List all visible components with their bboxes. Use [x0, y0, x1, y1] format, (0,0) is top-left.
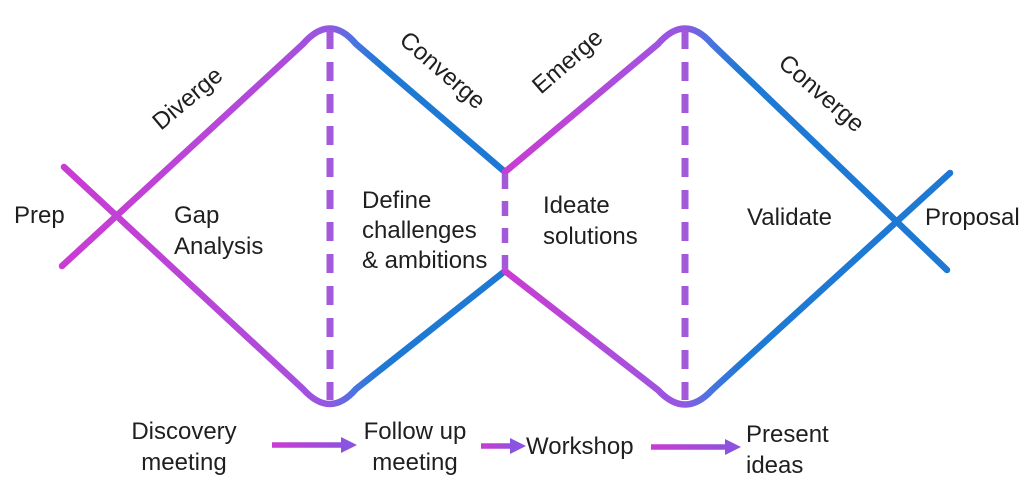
prep-label: Prep	[14, 202, 65, 229]
follow-up-line2: meeting	[372, 449, 458, 476]
follow-up-meeting-label: Follow up meeting	[364, 416, 467, 478]
follow-up-line1: Follow up	[363, 418, 467, 445]
workshop-label: Workshop	[526, 433, 634, 460]
proposal-label: Proposal	[925, 204, 1020, 231]
present-ideas-label: Present ideas	[746, 419, 829, 481]
discovery-line2: meeting	[141, 449, 227, 476]
present-line2: ideas	[746, 452, 804, 479]
arrow2-head-icon	[510, 438, 526, 454]
gap-analysis-line1: Gap	[174, 202, 220, 229]
arrow1-head-icon	[341, 437, 357, 453]
discovery-line1: Discovery	[131, 418, 237, 445]
ideate-line1: Ideate	[543, 192, 610, 219]
validate-label: Validate	[747, 204, 832, 231]
arrow3-head-icon	[725, 439, 741, 455]
ideate-label: Ideate solutions	[543, 190, 638, 252]
discovery-meeting-label: Discovery meeting	[131, 416, 236, 478]
gap-analysis-label: Gap Analysis	[174, 200, 263, 262]
define-line1: Define	[362, 187, 432, 214]
ideate-line2: solutions	[543, 223, 638, 250]
define-line3: & ambitions	[362, 247, 488, 274]
diamond1-top-path	[58, 25, 509, 270]
define-line2: challenges	[362, 217, 477, 244]
present-line1: Present	[746, 421, 829, 448]
diamond2-top-path	[501, 25, 951, 274]
define-label: Define challenges & ambitions	[362, 186, 487, 276]
diamond1-bottom-path	[60, 163, 509, 408]
gap-analysis-line2: Analysis	[174, 233, 264, 260]
diamond2-bottom-path	[501, 169, 954, 408]
